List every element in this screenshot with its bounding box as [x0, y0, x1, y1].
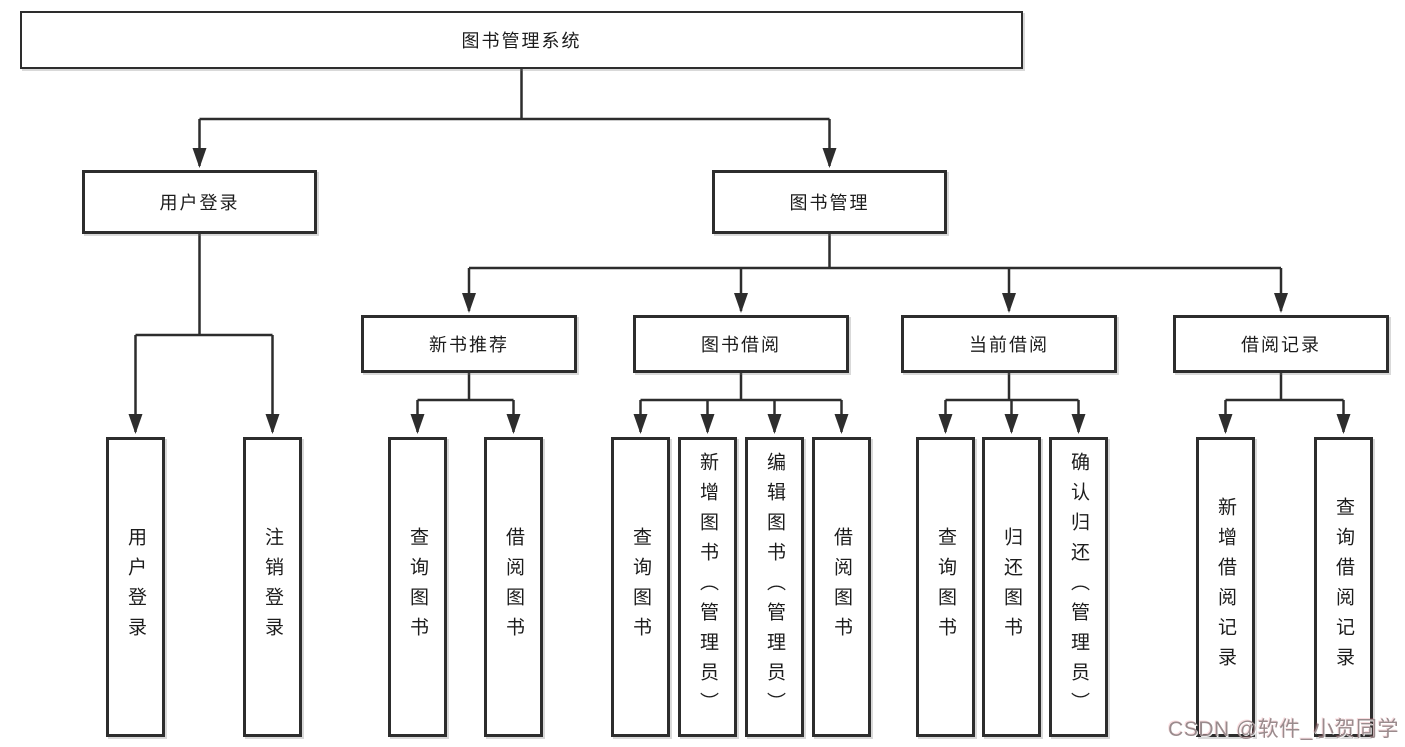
node-borrow-records-label: 借阅记录 [1241, 335, 1321, 355]
leaf-user-login: 用户登录 [106, 437, 165, 737]
connector-root-to-level2 [192, 69, 837, 168]
leaf-add-borrow-record: 新增借阅记录 [1196, 437, 1255, 737]
node-new-book-recommend-label: 新书推荐 [429, 335, 509, 355]
leaf-edit-book-admin: 编辑图书（管理员） [745, 437, 804, 737]
leaf-query-borrow-record: 查询借阅记录 [1314, 437, 1373, 737]
connector-bookborrow-to-leaves [633, 373, 849, 434]
leaf-add-book-admin: 新增图书（管理员） [678, 437, 737, 737]
leaf-query-books-1: 查询图书 [388, 437, 447, 737]
node-library-system-label: 图书管理系统 [461, 31, 582, 51]
node-new-book-recommend: 新书推荐 [361, 315, 577, 373]
node-book-borrow: 图书借阅 [633, 315, 849, 373]
connector-newbook-to-leaves [410, 373, 521, 434]
csdn-watermark: CSDN @软件_小贺同学 [1168, 718, 1399, 741]
node-book-borrow-label: 图书借阅 [701, 335, 781, 355]
leaf-borrow-books-1: 借阅图书 [484, 437, 543, 737]
node-user-login-label: 用户登录 [159, 193, 240, 213]
leaf-return-books: 归还图书 [982, 437, 1041, 737]
node-current-borrow-label: 当前借阅 [969, 335, 1049, 355]
leaf-borrow-books-2: 借阅图书 [812, 437, 871, 737]
node-book-management: 图书管理 [712, 170, 947, 234]
node-book-management-label: 图书管理 [789, 193, 870, 213]
connector-currentborrow-to-leaves [938, 373, 1086, 434]
connector-records-to-leaves [1218, 373, 1351, 434]
leaf-query-books-2: 查询图书 [611, 437, 670, 737]
node-library-system: 图书管理系统 [20, 11, 1023, 69]
connector-userlogin-to-leaves [128, 234, 280, 434]
node-current-borrow: 当前借阅 [901, 315, 1117, 373]
node-user-login: 用户登录 [82, 170, 317, 234]
connector-bookmgmt-to-level3 [462, 234, 1288, 313]
leaf-confirm-return-admin: 确认归还（管理员） [1049, 437, 1108, 737]
node-borrow-records: 借阅记录 [1173, 315, 1389, 373]
leaf-query-books-3: 查询图书 [916, 437, 975, 737]
leaf-logout-login: 注销登录 [243, 437, 302, 737]
